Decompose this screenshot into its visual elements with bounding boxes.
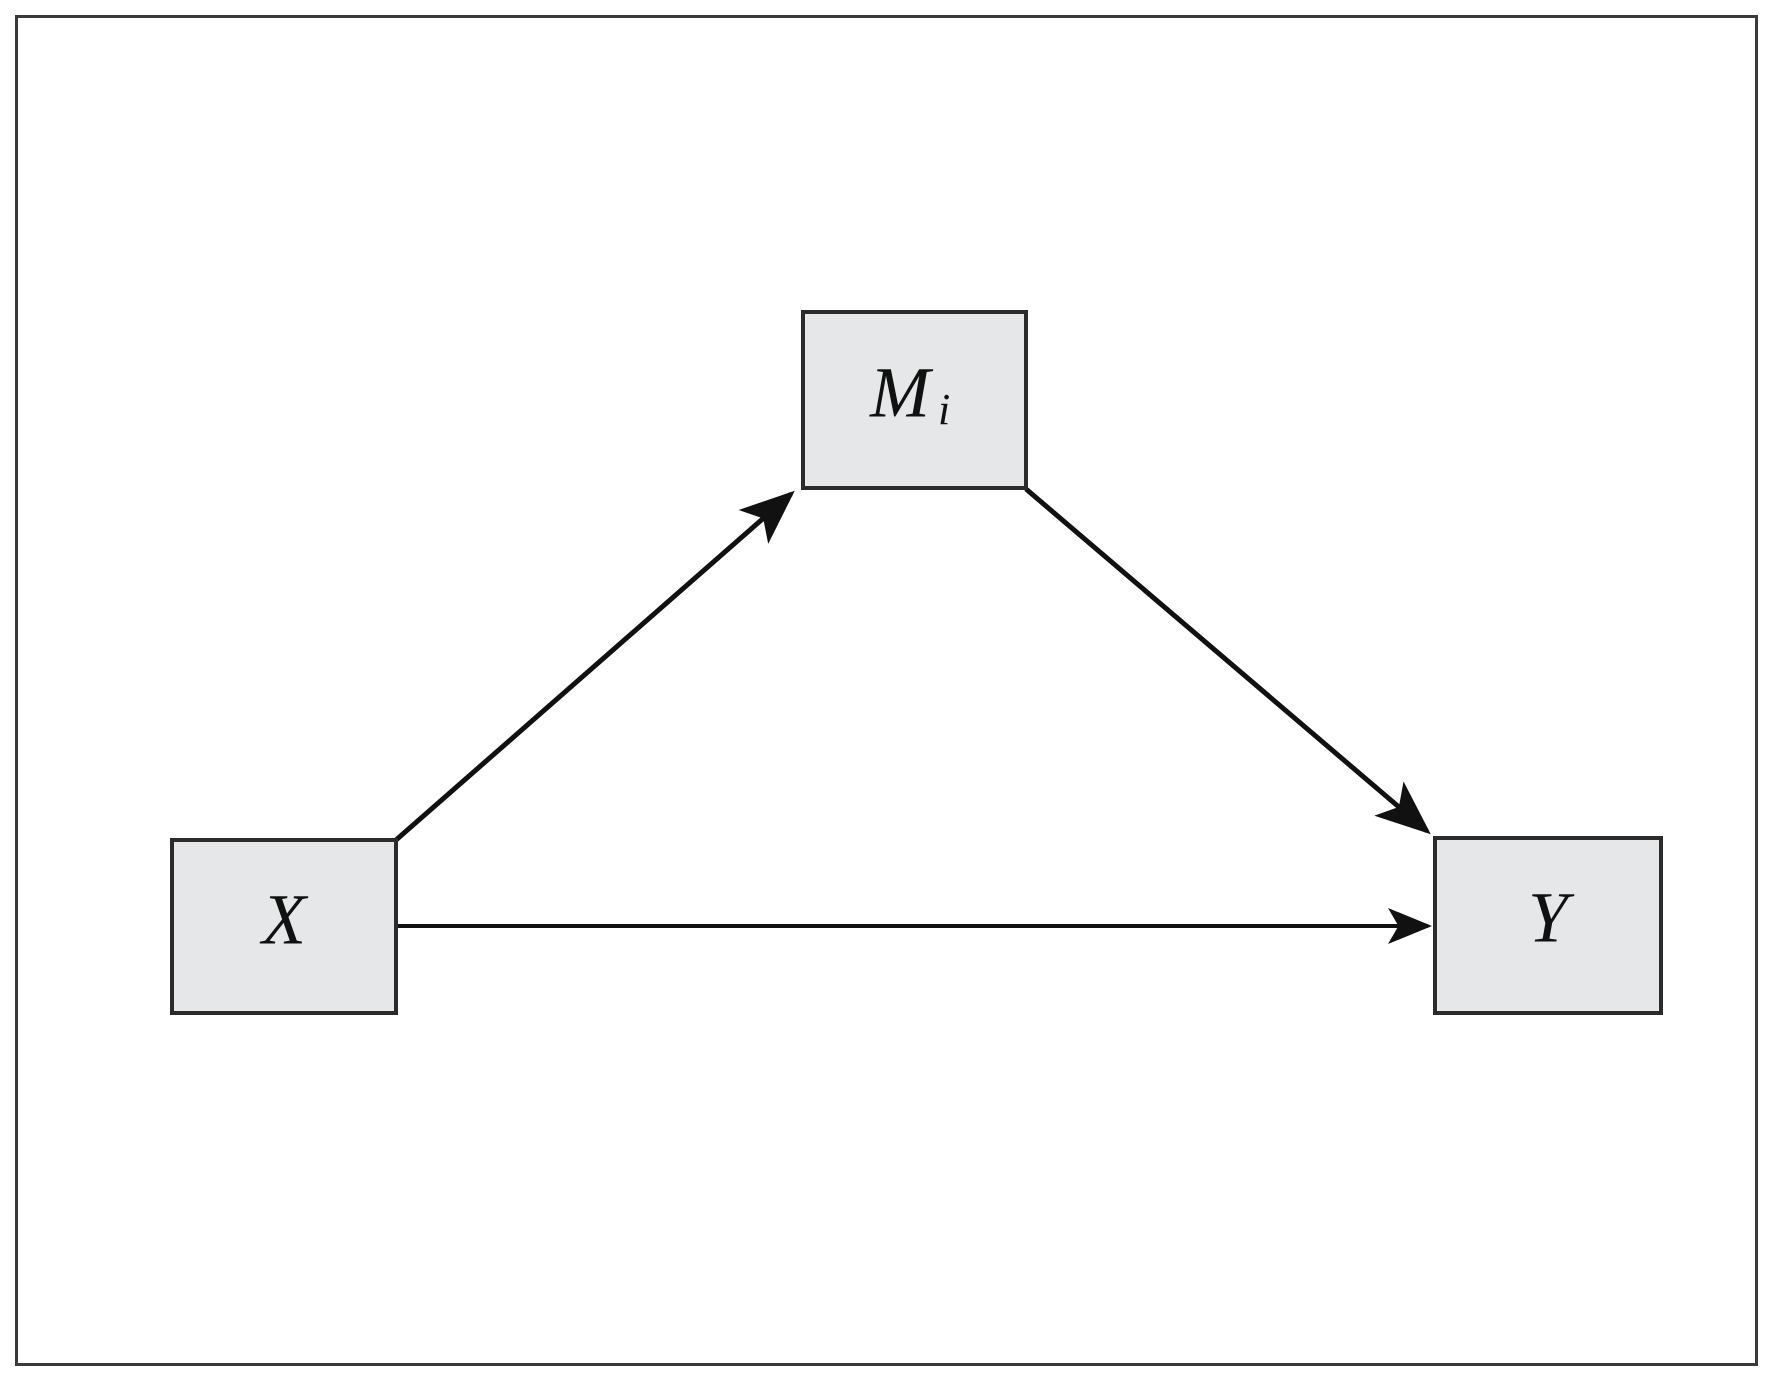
edge-m-to-y-line xyxy=(1024,487,1431,835)
figure-border-frame xyxy=(15,15,1758,1366)
node-independent-x-label: X xyxy=(259,880,309,960)
node-mediator-m-box[interactable] xyxy=(801,310,1028,490)
edge-x-to-m xyxy=(394,490,795,842)
node-independent-x-box[interactable] xyxy=(170,838,398,1015)
node-mediator-m-label: M xyxy=(869,353,934,433)
edge-x-to-m-line xyxy=(394,490,795,842)
node-mediator-m-subscript: i xyxy=(938,385,950,434)
node-independent-x[interactable]: X xyxy=(170,838,398,1015)
node-dependent-y-box[interactable] xyxy=(1433,836,1663,1015)
node-mediator-m[interactable]: M i xyxy=(801,310,1028,490)
edge-m-to-y xyxy=(1024,487,1431,835)
node-dependent-y-label: Y xyxy=(1528,878,1575,958)
node-dependent-y[interactable]: Y xyxy=(1433,836,1663,1015)
